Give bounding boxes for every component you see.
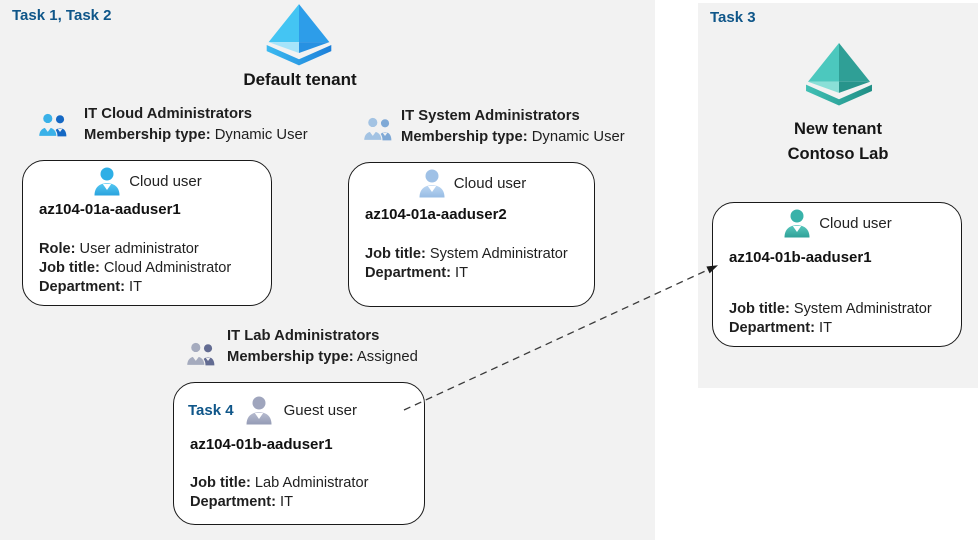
task-3-label: Task 3 [710, 9, 756, 26]
job-title-label: Job title: [190, 475, 251, 491]
user-card-aaduser2: Cloud user az104-01a-aaduser2 Job title:… [348, 162, 595, 307]
user-type-label: Cloud user [453, 174, 527, 192]
cloud-user-icon [784, 209, 810, 238]
card-header: Cloud user [349, 168, 594, 198]
job-title-label: Job title: [729, 301, 790, 317]
user-type-label: Guest user [283, 401, 357, 419]
new-tenant-line1: New tenant [793, 120, 882, 138]
azure-ad-tenant-icon-blue [266, 4, 332, 66]
department-value: IT [129, 279, 142, 295]
guest-user-card: Task 4 Guest user az104-01b-aaduser1 Job… [173, 382, 425, 525]
user-type-label: Cloud user [819, 214, 892, 232]
group-title: IT Lab Administrators [227, 328, 380, 344]
group-icon-system-admins [363, 116, 392, 141]
user-dept-line: Department: IT [39, 278, 231, 297]
user-details: Job title: System Administrator Departme… [729, 300, 932, 338]
card-header: Cloud user [713, 208, 961, 238]
group-cloud-admins: IT Cloud Administrators Membership type:… [84, 106, 308, 143]
user-details: Role: User administrator Job title: Clou… [39, 240, 231, 297]
membership-type-label: Membership type: [84, 127, 211, 143]
new-tenant-label: New tenant Contoso Lab [738, 120, 938, 164]
membership-type-value: Dynamic User [531, 129, 625, 145]
department-label: Department: [190, 494, 276, 510]
department-value: IT [455, 265, 468, 281]
user-type-label: Cloud user [129, 172, 202, 190]
group-title: IT Cloud Administrators [84, 106, 252, 122]
guest-user-icon [246, 396, 272, 425]
group-membership: Membership type: Dynamic User [401, 129, 625, 145]
department-value: IT [819, 320, 832, 336]
user-dept-line: Department: IT [365, 264, 568, 283]
group-membership: Membership type: Dynamic User [84, 127, 308, 143]
user-card-aaduser1: Cloud user az104-01a-aaduser1 Role: User… [22, 160, 272, 306]
user-job-line: Job title: Lab Administrator [190, 474, 368, 493]
membership-type-value: Assigned [356, 349, 418, 365]
default-tenant-label: Default tenant [243, 70, 357, 89]
membership-type-label: Membership type: [227, 349, 354, 365]
group-title: IT System Administrators [401, 108, 580, 124]
job-title-label: Job title: [39, 260, 100, 276]
department-value: IT [280, 494, 293, 510]
task-4-label: Task 4 [188, 401, 234, 419]
card-header: Cloud user [23, 166, 271, 196]
user-details: Job title: System Administrator Departme… [365, 245, 568, 283]
user-details: Job title: Lab Administrator Department:… [190, 474, 368, 512]
job-title-label: Job title: [365, 246, 426, 262]
group-icon-lab-admins [186, 341, 215, 366]
job-title-value: Cloud Administrator [103, 260, 232, 276]
user-dept-line: Department: IT [190, 493, 368, 512]
user-dept-line: Department: IT [729, 319, 932, 338]
job-title-value: System Administrator [793, 301, 932, 317]
group-membership: Membership type: Assigned [227, 349, 418, 365]
card-header: Task 4 Guest user [188, 395, 357, 425]
department-label: Department: [39, 279, 125, 295]
user-job-line: Job title: System Administrator [365, 245, 568, 264]
user-job-line: Job title: Cloud Administrator [39, 259, 231, 278]
user-job-line: Job title: System Administrator [729, 300, 932, 319]
role-value: User administrator [79, 241, 199, 257]
user-role-line: Role: User administrator [39, 240, 231, 259]
group-icon-cloud-admins [38, 112, 67, 137]
group-lab-admins: IT Lab Administrators Membership type: A… [227, 328, 418, 365]
department-label: Department: [729, 320, 815, 336]
new-tenant-line2: Contoso Lab [787, 145, 889, 163]
job-title-value: Lab Administrator [254, 475, 369, 491]
azure-ad-tenant-icon-teal [806, 42, 872, 106]
task-1-2-label: Task 1, Task 2 [12, 7, 112, 24]
user-name: az104-01b-aaduser1 [729, 249, 872, 266]
user-name: az104-01a-aaduser1 [39, 201, 181, 218]
job-title-value: System Administrator [429, 246, 568, 262]
department-label: Department: [365, 265, 451, 281]
cloud-user-icon [94, 167, 120, 196]
group-system-admins: IT System Administrators Membership type… [401, 108, 625, 145]
membership-type-value: Dynamic User [214, 127, 308, 143]
cloud-user-icon [419, 169, 445, 198]
membership-type-label: Membership type: [401, 129, 528, 145]
new-tenant-user-card: Cloud user az104-01b-aaduser1 Job title:… [712, 202, 962, 347]
user-name: az104-01b-aaduser1 [190, 436, 333, 453]
role-label: Role: [39, 241, 76, 257]
user-name: az104-01a-aaduser2 [365, 206, 507, 223]
